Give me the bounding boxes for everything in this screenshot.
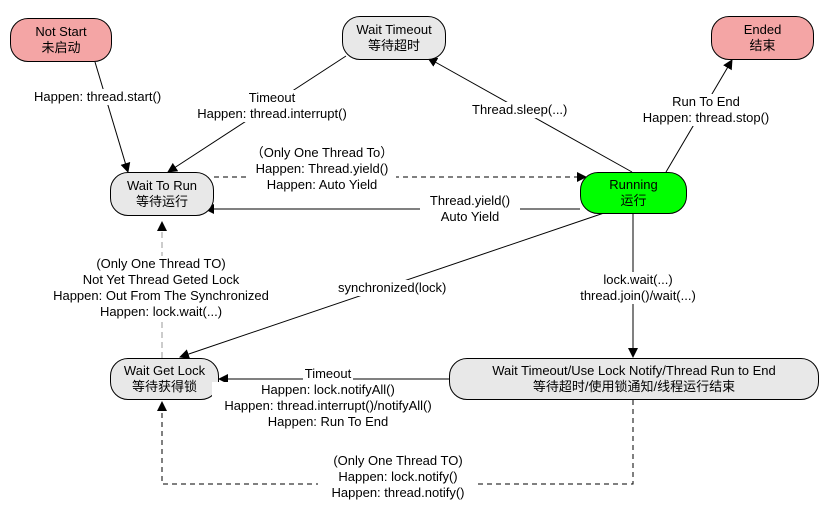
label-lock-to-run-line: Happen: lock.wait(...) bbox=[99, 304, 223, 319]
label-yield-back-line: Thread.yield() bbox=[429, 193, 511, 208]
node-wait-to-run: Wait To Run 等待运行 bbox=[110, 172, 214, 216]
label-notify-one-line: (Only One Thread TO) bbox=[333, 453, 463, 468]
node-wait-to-run-en: Wait To Run bbox=[126, 178, 198, 193]
label-notify-one: (Only One Thread TO) Happen: lock.notify… bbox=[318, 453, 478, 501]
label-lock-wait-line: thread.join()/wait(...) bbox=[580, 288, 696, 303]
label-notify-all-line: Happen: thread.interrupt()/notifyAll() bbox=[212, 398, 444, 414]
label-synchronized-line: synchronized(lock) bbox=[338, 280, 447, 295]
label-notify-all-line: Timeout bbox=[302, 366, 354, 382]
label-lock-wait-line: lock.wait(...) bbox=[603, 272, 673, 287]
node-not-start: Not Start 未启动 bbox=[10, 18, 112, 62]
label-lock-wait: lock.wait(...) thread.join()/wait(...) bbox=[573, 272, 703, 304]
label-lock-to-run-line: (Only One Thread TO) bbox=[96, 256, 226, 271]
node-wait-timeout: Wait Timeout 等待超时 bbox=[342, 16, 446, 60]
node-not-start-en: Not Start bbox=[35, 24, 87, 39]
label-timeout-to-run: Timeout Happen: thread.interrupt() bbox=[188, 90, 356, 122]
node-ended-en: Ended bbox=[743, 22, 782, 37]
label-notify-one-line: Happen: thread.notify() bbox=[331, 485, 465, 500]
label-synchronized: synchronized(lock) bbox=[338, 280, 447, 296]
label-sleep-line: Thread.sleep(...) bbox=[472, 102, 568, 117]
label-notify-one-line: Happen: lock.notify() bbox=[338, 469, 458, 484]
node-ended: Ended 结束 bbox=[711, 16, 814, 60]
label-notify-all: Timeout Happen: lock.notifyAll() Happen:… bbox=[212, 366, 444, 430]
node-not-start-zh: 未启动 bbox=[41, 40, 81, 55]
node-running: Running 运行 bbox=[580, 172, 687, 214]
label-lock-to-run-line: Not Yet Thread Geted Lock bbox=[82, 272, 240, 287]
node-wait-get-lock: Wait Get Lock 等待获得锁 bbox=[110, 358, 219, 400]
node-wait-get-lock-zh: 等待获得锁 bbox=[131, 379, 197, 394]
node-wait-to-run-zh: 等待运行 bbox=[135, 194, 188, 209]
node-wait-timeout-zh: 等待超时 bbox=[367, 38, 420, 53]
label-notify-all-line: Happen: Run To End bbox=[212, 414, 444, 430]
label-yield-back: Thread.yield() Auto Yield bbox=[420, 193, 520, 225]
label-timeout-to-run-line: Timeout bbox=[248, 90, 296, 105]
label-start: Happen: thread.start() bbox=[34, 89, 162, 105]
node-running-zh: 运行 bbox=[620, 193, 647, 208]
label-yield-to-running-line: Happen: Auto Yield bbox=[266, 177, 378, 192]
node-running-en: Running bbox=[609, 177, 658, 192]
label-stop-line: Happen: thread.stop() bbox=[642, 110, 770, 125]
label-start-line: Happen: thread.start() bbox=[34, 89, 162, 104]
label-stop-line: Run To End bbox=[672, 94, 740, 109]
label-timeout-to-run-line: Happen: thread.interrupt() bbox=[197, 106, 347, 121]
node-wait-notify-en: Wait Timeout/Use Lock Notify/Thread Run … bbox=[492, 363, 776, 378]
label-stop: Run To End Happen: thread.stop() bbox=[636, 94, 776, 126]
node-wait-get-lock-en: Wait Get Lock bbox=[123, 363, 206, 378]
label-yield-to-running: （Only One Thread To） Happen: Thread.yiel… bbox=[248, 145, 396, 193]
label-yield-back-line: Auto Yield bbox=[440, 209, 500, 224]
edge-start bbox=[94, 61, 131, 173]
node-ended-zh: 结束 bbox=[749, 38, 776, 53]
label-yield-to-running-line: Happen: Thread.yield() bbox=[255, 161, 389, 176]
node-wait-timeout-en: Wait Timeout bbox=[356, 22, 432, 37]
label-sleep: Thread.sleep(...) bbox=[472, 102, 568, 118]
label-notify-all-line: Happen: lock.notifyAll() bbox=[212, 382, 444, 398]
node-wait-notify: Wait Timeout/Use Lock Notify/Thread Run … bbox=[449, 358, 819, 400]
label-yield-to-running-line: （Only One Thread To） bbox=[250, 145, 394, 160]
node-wait-notify-zh: 等待超时/使用锁通知/线程运行结束 bbox=[532, 379, 736, 394]
label-lock-to-run: (Only One Thread TO) Not Yet Thread Gete… bbox=[40, 256, 282, 320]
label-lock-to-run-line: Happen: Out From The Synchronized bbox=[53, 288, 269, 303]
